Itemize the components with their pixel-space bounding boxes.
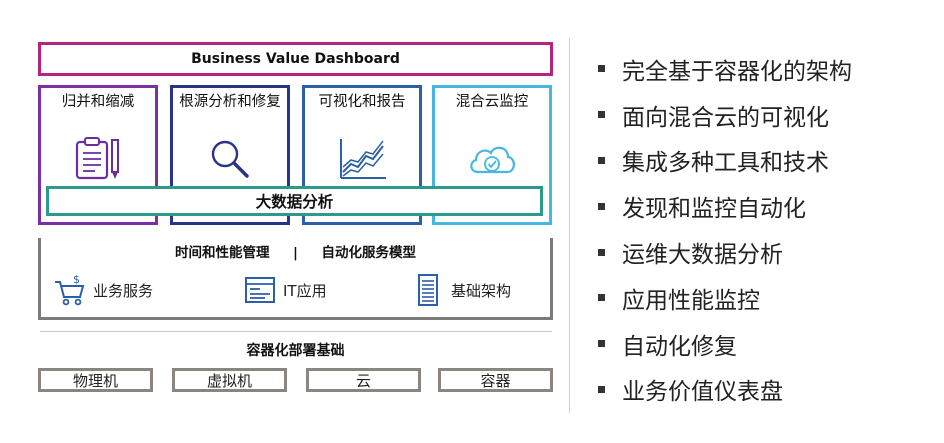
dashboard-title: Business Value Dashboard xyxy=(191,51,400,67)
service-it-application: IT应用 xyxy=(243,272,327,308)
module-label: 根源分析和修复 xyxy=(179,94,281,110)
application-window-icon xyxy=(243,273,277,307)
service-label: IT应用 xyxy=(283,281,327,300)
svg-text:$: $ xyxy=(73,273,80,286)
infra-label: 云 xyxy=(355,371,371,390)
bullet-icon xyxy=(598,385,605,393)
service-label: 基础架构 xyxy=(451,281,512,300)
bullet-icon xyxy=(598,294,605,302)
feature-label: 业务价值仪表盘 xyxy=(622,379,783,406)
magnifier-icon xyxy=(173,136,287,180)
cloud-check-icon xyxy=(435,136,549,180)
feature-label: 完全基于容器化的架构 xyxy=(622,58,852,85)
service-label: 业务服务 xyxy=(93,281,154,300)
feature-item: 集成多种工具和技术 xyxy=(598,138,938,184)
feature-item: 自动化修复 xyxy=(598,321,938,367)
big-data-analysis-bar: 大数据分析 xyxy=(46,186,543,216)
feature-item: 运维大数据分析 xyxy=(598,229,938,275)
feature-label: 集成多种工具和技术 xyxy=(622,150,829,177)
feature-label: 运维大数据分析 xyxy=(622,242,783,269)
container-foundation-title: 容器化部署基础 xyxy=(246,343,345,359)
feature-list: 完全基于容器化的架构 面向混合云的可视化 集成多种工具和技术 发现和监控自动化 … xyxy=(598,46,938,412)
module-root-cause: 根源分析和修复 xyxy=(170,85,290,225)
infra-container: 容器 xyxy=(438,368,553,392)
title-separator: | xyxy=(293,245,298,261)
module-label: 混合云监控 xyxy=(455,94,529,110)
infra-virtual-machine: 虚拟机 xyxy=(172,368,287,392)
infra-label: 虚拟机 xyxy=(206,371,252,390)
module-label: 归并和缩减 xyxy=(61,94,135,110)
feature-item: 发现和监控自动化 xyxy=(598,183,938,229)
business-value-dashboard-bar: Business Value Dashboard xyxy=(38,42,553,76)
feature-label: 发现和监控自动化 xyxy=(622,196,806,223)
module-visualization: 可视化和报告 xyxy=(302,85,422,225)
module-consolidation: 归并和缩减 xyxy=(38,85,158,225)
feature-item: 完全基于容器化的架构 xyxy=(598,46,938,92)
feature-label: 应用性能监控 xyxy=(622,287,760,314)
line-chart-icon xyxy=(305,136,419,180)
infra-cloud: 云 xyxy=(306,368,421,392)
bullet-icon xyxy=(598,340,605,348)
clipboard-pen-icon xyxy=(41,136,155,180)
module-label: 可视化和报告 xyxy=(318,94,406,110)
service-infrastructure: 基础架构 xyxy=(411,272,511,308)
shopping-cart-icon: $ xyxy=(53,273,87,307)
feature-item: 应用性能监控 xyxy=(598,275,938,321)
infra-physical-machine: 物理机 xyxy=(38,368,153,392)
server-icon xyxy=(411,273,445,307)
feature-item: 面向混合云的可视化 xyxy=(598,92,938,138)
module-hybrid-cloud: 混合云监控 xyxy=(432,85,552,225)
vertical-separator xyxy=(569,38,570,413)
bullet-icon xyxy=(598,248,605,256)
automation-model-label: 自动化服务模型 xyxy=(321,245,416,261)
time-performance-label: 时间和性能管理 xyxy=(175,245,270,261)
bullet-icon xyxy=(598,156,605,164)
feature-label: 面向混合云的可视化 xyxy=(622,104,829,131)
bullet-icon xyxy=(598,65,605,73)
management-title: 时间和性能管理 | 自动化服务模型 xyxy=(41,241,550,261)
infra-label: 容器 xyxy=(480,371,511,390)
service-business: $ 业务服务 xyxy=(53,272,153,308)
feature-item: 业务价值仪表盘 xyxy=(598,367,938,413)
infra-label: 物理机 xyxy=(72,371,118,390)
bullet-icon xyxy=(598,111,605,119)
big-data-label: 大数据分析 xyxy=(255,193,334,211)
management-panel: 时间和性能管理 | 自动化服务模型 $ 业务服务 IT应用 xyxy=(38,238,553,320)
feature-label: 自动化修复 xyxy=(622,333,737,360)
section-divider xyxy=(40,331,552,332)
bullet-icon xyxy=(598,202,605,210)
